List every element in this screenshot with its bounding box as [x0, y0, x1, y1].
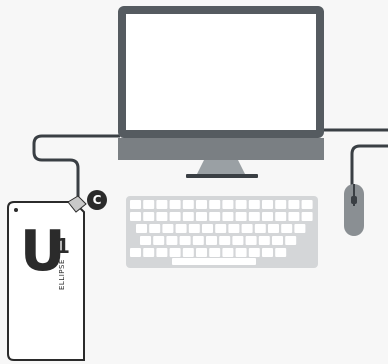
keyboard-key	[202, 224, 213, 233]
keyboard-key	[143, 248, 154, 257]
keyboard-key	[209, 200, 220, 209]
device-vertical-label: ELLIPSE	[58, 259, 66, 290]
keyboard-key	[249, 248, 260, 257]
keyboard-key	[206, 236, 217, 245]
keyboard-key	[228, 224, 239, 233]
keyboard-key	[219, 236, 230, 245]
keyboard-key	[262, 200, 273, 209]
mouse-cable	[352, 146, 388, 186]
keyboard-key	[149, 224, 160, 233]
keyboard-key	[242, 224, 253, 233]
keyboard-key	[183, 212, 194, 221]
keyboard-icon	[126, 196, 318, 268]
keyboard-key	[275, 200, 286, 209]
keyboard-key	[236, 200, 247, 209]
keyboard-key	[189, 224, 200, 233]
keyboard-spacebar	[172, 258, 256, 265]
keyboard-key	[255, 224, 266, 233]
keyboard-key	[170, 248, 181, 257]
keyboard-key	[130, 212, 141, 221]
keyboard-key	[153, 236, 164, 245]
keyboard-key	[222, 212, 233, 221]
keyboard-key	[176, 224, 187, 233]
c-badge-letter: C	[88, 191, 106, 209]
keyboard-key	[140, 236, 151, 245]
keyboard-key	[196, 200, 207, 209]
keyboard-key	[232, 236, 243, 245]
keyboard-key	[222, 200, 233, 209]
keyboard-key	[209, 212, 220, 221]
monitor-stand	[196, 160, 246, 176]
keyboard-key	[302, 200, 313, 209]
monitor-icon	[118, 6, 324, 178]
keyboard-key	[259, 236, 270, 245]
keyboard-key	[288, 200, 299, 209]
keyboard-key	[156, 248, 167, 257]
keyboard-key	[275, 212, 286, 221]
keyboard-key	[130, 200, 141, 209]
keyboard-key	[143, 200, 154, 209]
keyboard-key	[294, 224, 305, 233]
keyboard-key	[249, 212, 260, 221]
keyboard-key	[156, 200, 167, 209]
keyboard-key	[196, 248, 207, 257]
keyboard-key	[193, 236, 204, 245]
keyboard-key	[249, 200, 260, 209]
monitor-chin	[118, 138, 324, 160]
keyboard-key	[215, 224, 226, 233]
keyboard-key	[162, 224, 173, 233]
keyboard-key	[262, 248, 273, 257]
keyboard-key	[209, 248, 220, 257]
keyboard-key	[288, 212, 299, 221]
monitor-base	[186, 174, 258, 178]
mouse-icon	[344, 184, 364, 236]
keyboard-key	[236, 248, 247, 257]
keyboard-key	[236, 212, 247, 221]
keyboard-key	[196, 212, 207, 221]
keyboard-key	[183, 248, 194, 257]
keyboard-key	[136, 224, 147, 233]
monitor-screen	[126, 14, 316, 130]
keyboard-key	[272, 236, 283, 245]
keyboard-key	[285, 236, 296, 245]
keyboard-key	[156, 212, 167, 221]
keyboard-key	[130, 248, 141, 257]
device-brand-superscript: 1	[56, 236, 70, 256]
keyboard-key	[246, 236, 257, 245]
keyboard-key	[170, 200, 181, 209]
keyboard-key	[275, 248, 286, 257]
keyboard-key	[166, 236, 177, 245]
keyboard-key	[170, 212, 181, 221]
keyboard-key	[281, 224, 292, 233]
keyboard-key	[302, 212, 313, 221]
keyboard-key	[183, 200, 194, 209]
monitor-to-device-cable	[34, 136, 120, 202]
keyboard-key	[262, 212, 273, 221]
keyboard-key	[180, 236, 191, 245]
keyboard-key	[143, 212, 154, 221]
keyboard-key	[222, 248, 233, 257]
keyboard-key	[268, 224, 279, 233]
